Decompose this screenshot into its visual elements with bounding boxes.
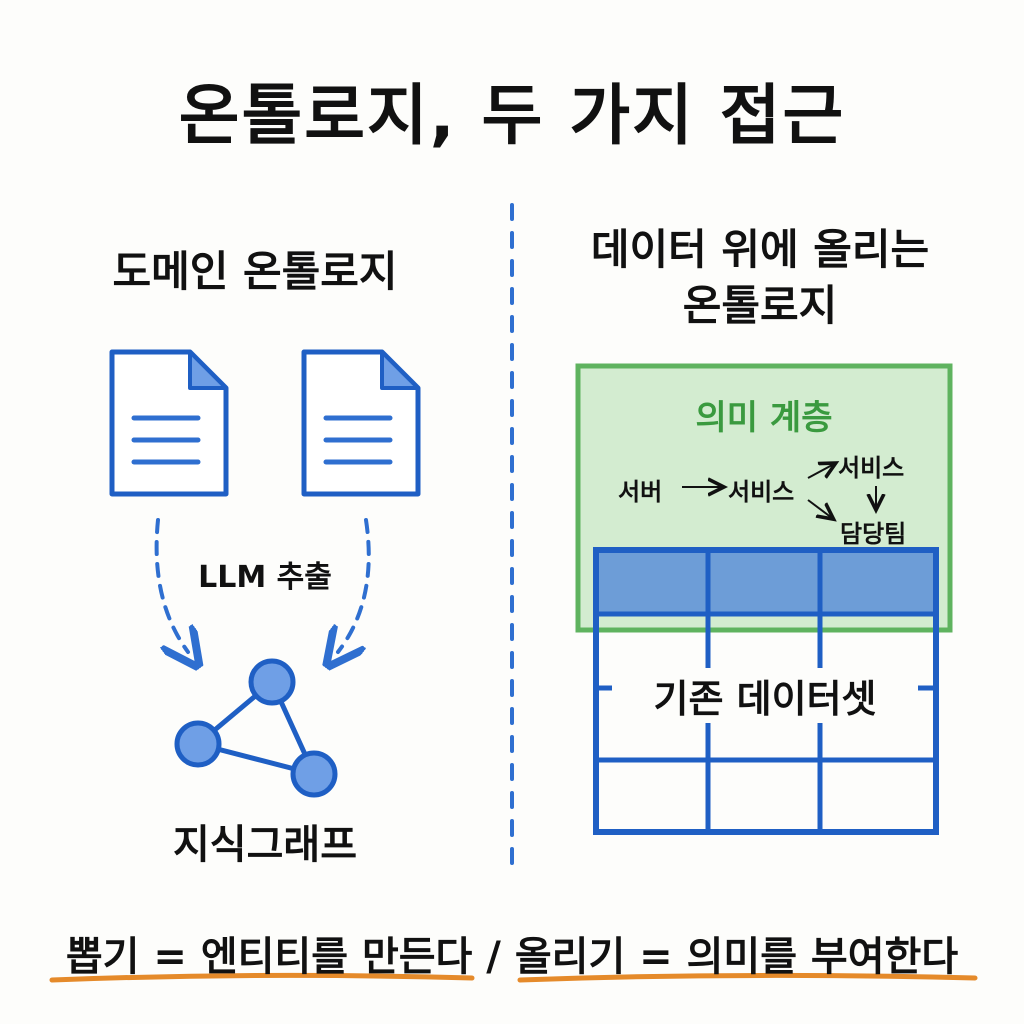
semantic-layer-title: 의미 계층 [695, 398, 833, 438]
footer-underline-left [49, 972, 475, 983]
knowledge-graph-label: 지식그래프 [173, 822, 357, 868]
document-icon [301, 349, 421, 497]
dataset-label: 기존 데이터셋 [612, 668, 918, 723]
chain-node-owner-team: 담당팀 [840, 520, 907, 548]
extraction-arrow-right [338, 518, 371, 652]
footer-underline-right [517, 972, 978, 983]
chain-arrow [807, 499, 832, 518]
footer-right-text: 올리기 = 의미를 부여한다 [514, 934, 959, 980]
domain-ontology-heading: 도메인 온톨로지 [112, 247, 398, 296]
extraction-arrow-left [154, 518, 188, 652]
heading-line: 데이터 위에 올리는 [590, 225, 930, 274]
knowledge-graph-icon [174, 658, 338, 798]
chain-node-server: 서버 [618, 478, 663, 506]
footer-summary: 뽑기 = 엔티티를 만든다 / 올리기 = 의미를 부여한다 [0, 924, 1024, 982]
chain-node-service: 서비스 [838, 454, 905, 482]
footer-separator: / [486, 934, 501, 980]
llm-extraction-label: LLM 추출 [198, 560, 332, 595]
heading-line: 온톨로지 [682, 281, 838, 330]
page-title: 온톨로지, 두 가지 접근 [178, 77, 846, 154]
chain-arrow [807, 464, 834, 479]
document-icon [109, 349, 229, 497]
footer-left-text: 뽑기 = 엔티티를 만든다 [65, 934, 473, 980]
data-ontology-heading: 데이터 위에 올리는 온톨로지 [540, 222, 980, 334]
dataset-table [593, 547, 939, 835]
chain-node-service: 서비스 [728, 478, 795, 506]
